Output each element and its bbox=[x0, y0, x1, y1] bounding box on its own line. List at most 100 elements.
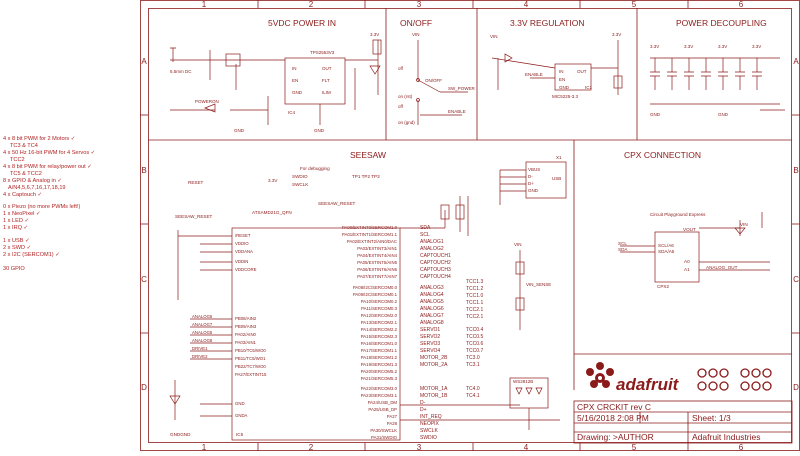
switch-label: on (gnd) bbox=[398, 120, 415, 125]
cpx-pin: SCL/A6 bbox=[658, 243, 674, 248]
mcu-net: ANALOG8 bbox=[420, 320, 444, 326]
mcu-right-pin: PA25/USB_DP bbox=[368, 407, 397, 412]
note-line: 1 x IRQ ✓ bbox=[3, 225, 29, 231]
tc-label: TC3.1 bbox=[466, 362, 480, 368]
gnd-label: GND bbox=[234, 128, 245, 133]
column-label: 2 bbox=[309, 443, 314, 451]
mcu-right-pin: PA10/SERCOM0.2 bbox=[361, 299, 398, 304]
cpx-net: VIN bbox=[740, 222, 748, 227]
mcu-net: CAPTOUCH3 bbox=[420, 267, 451, 273]
reg-value: MIC5225-3.3 bbox=[552, 94, 579, 99]
mcu-right-pin: PA17/SERCOM1.1 bbox=[361, 348, 398, 353]
row-label: D bbox=[793, 383, 799, 392]
switch-label: off bbox=[398, 104, 404, 109]
sheet-text: Sheet: 1/3 bbox=[692, 413, 731, 423]
tc-label: TCC2.1 bbox=[466, 307, 483, 313]
mcu-net: MOTOR_1B bbox=[420, 393, 448, 399]
usb-pin: D+ bbox=[528, 181, 534, 186]
mcu-left-pin: VDDCORE bbox=[235, 267, 257, 272]
usb-pin: GND bbox=[528, 188, 539, 193]
mcu-right-pin: PA11/SERCOM0.3 bbox=[361, 306, 398, 311]
net-label: POWERON bbox=[195, 99, 219, 104]
mcu-right-pin: PA04/EXTINT4/AIN4 bbox=[357, 253, 397, 258]
mcu-net: ANALOG7 bbox=[420, 313, 444, 319]
left-net: ANALOG6 bbox=[192, 314, 213, 319]
mcu-net: SERVO1 bbox=[420, 327, 440, 333]
mcu-left-pin: PA03/AIN1 bbox=[235, 340, 257, 345]
net-label: 3.3V bbox=[268, 178, 278, 183]
cap-net: 3.3V bbox=[684, 44, 693, 49]
drawing-text: Drawing: >AUTHOR bbox=[577, 432, 654, 442]
mcu-right-pin: PA06/EXTINT6/AIN6 bbox=[357, 267, 397, 272]
mcu-left-pin: GNDA bbox=[235, 413, 248, 418]
cap-net: 3.3V bbox=[718, 44, 727, 49]
mcu-right-pin: PA15/SERCOM2.3 bbox=[361, 334, 398, 339]
mcu-right-pin: PA28 bbox=[387, 421, 398, 426]
net-label: VIN bbox=[412, 32, 420, 37]
reg-pin: IN bbox=[559, 69, 564, 74]
row-label: C bbox=[793, 275, 799, 284]
mcu-right-pin: PA03/EXTINT3/AIN1 bbox=[357, 246, 397, 251]
section-title-on-off: ON/OFF bbox=[400, 18, 432, 28]
mcu-right-pin: PA14/SERCOM2.2 bbox=[361, 327, 398, 332]
mcu-net: ANALOG6 bbox=[420, 306, 444, 312]
mcu-ref: IC5 bbox=[236, 432, 244, 437]
mcu-left-pin: PA02/AIN0 bbox=[235, 332, 257, 337]
column-label: 3 bbox=[417, 443, 422, 451]
mcu-right-pin: PA27 bbox=[387, 414, 398, 419]
date-text: 5/16/2018 2:08 PM bbox=[577, 413, 649, 423]
mcu-left-pin: VDDIO bbox=[235, 241, 249, 246]
mcu-net: SERVO4 bbox=[420, 348, 440, 354]
switch-label: on (rst) bbox=[398, 94, 413, 99]
mcu-net: SCL bbox=[420, 232, 430, 238]
note-line: 30 GPIO bbox=[3, 266, 25, 272]
mcu-net: CAPTOUCH4 bbox=[420, 274, 451, 280]
column-label: 3 bbox=[417, 0, 422, 9]
row-label: A bbox=[793, 57, 799, 66]
row-label: A bbox=[141, 57, 147, 66]
mcu-right-pin: PA09/I2C/SERCOM0.1 bbox=[353, 292, 398, 297]
reg-pin: EN bbox=[559, 77, 565, 82]
mcu-net: SERVO3 bbox=[420, 341, 440, 347]
section-title-power-in: 5VDC POWER IN bbox=[268, 18, 336, 28]
mcu-right-pin: PA23/SERCOM3.1 bbox=[361, 393, 398, 398]
mcu-net: ANALOG4 bbox=[420, 292, 444, 298]
column-label: 6 bbox=[739, 443, 744, 451]
mcu-right-pin: PA30/SWCLK bbox=[370, 428, 397, 433]
note-line: TCC2 bbox=[10, 157, 25, 163]
mcu-left-pin: GND bbox=[235, 401, 245, 406]
mcu-left-pin: VDDANA bbox=[235, 249, 253, 254]
mcu-right-pin: PA19/SERCOM1.3 bbox=[361, 362, 398, 367]
net-label: SWDIO bbox=[292, 174, 308, 179]
mcu-right-pin: PA08/I2C/SERCOM0.0 bbox=[353, 285, 398, 290]
cpx-pin: A0 bbox=[684, 259, 690, 264]
mcu-net: INT_REQ bbox=[420, 414, 442, 420]
mcu-right-pin: PA18/SERCOM1.2 bbox=[361, 355, 398, 360]
mcu-net: ANALOG1 bbox=[420, 239, 444, 245]
usb-value: USB bbox=[552, 176, 561, 181]
mcu-right-pin: PA07/EXTINT7/AIN7 bbox=[357, 274, 397, 279]
mcu-net: SWCLK bbox=[420, 428, 438, 434]
mcu-net: SDA bbox=[420, 225, 431, 231]
reg-pin: OUT bbox=[577, 69, 587, 74]
mcu-net: SERVO2 bbox=[420, 334, 440, 340]
mcu-left-pin: PB08/AIN2 bbox=[235, 316, 257, 321]
switch-label: off bbox=[398, 66, 404, 71]
mcu-net: D- bbox=[420, 400, 426, 406]
column-label: 1 bbox=[202, 0, 207, 9]
mcu-net: SWDIO bbox=[420, 435, 437, 441]
brand-wordmark: adafruit bbox=[616, 375, 680, 394]
mcu-value: ATSAMD21G_QFN bbox=[252, 210, 292, 215]
tc-label: TCC1.3 bbox=[466, 279, 483, 285]
usb-ref: X1 bbox=[556, 155, 562, 160]
reset-label: SEESAW_RESET bbox=[175, 214, 213, 219]
note-line: TC5 & TCC2 bbox=[10, 171, 42, 177]
tc-label: TCC1.0 bbox=[466, 293, 483, 299]
mcu-left-pin: PB10/TC5/WO0 bbox=[235, 348, 266, 353]
column-label: 6 bbox=[739, 0, 744, 9]
left-net: ANALOG7 bbox=[192, 322, 213, 327]
gnd-label: GND bbox=[314, 128, 325, 133]
mcu-left-pin: VDDIN bbox=[235, 259, 248, 264]
tps-pin: GND bbox=[292, 90, 303, 95]
cap-net: 3.3V bbox=[752, 44, 761, 49]
